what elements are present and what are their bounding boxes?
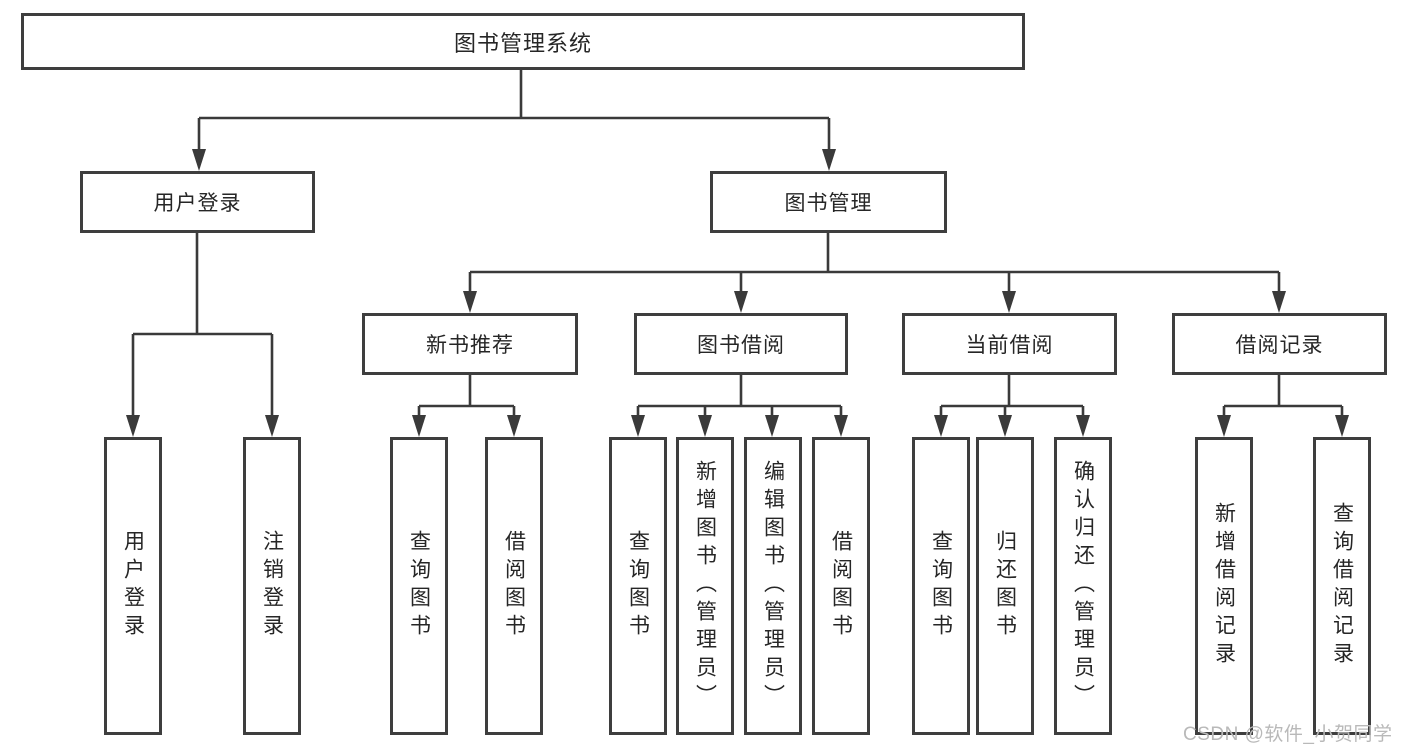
- node-records-query-record-label: 查询借阅记录: [1330, 502, 1354, 670]
- node-root: 图书管理系统: [21, 13, 1025, 70]
- node-recommend-query-books: 查询图书: [390, 437, 448, 735]
- node-new-book-recommend-label: 新书推荐: [426, 334, 514, 357]
- node-borrowing-add-books-admin: 新增图书（管理员）: [676, 437, 734, 735]
- node-recommend-borrow-books: 借阅图书: [485, 437, 543, 735]
- node-new-book-recommend: 新书推荐: [362, 313, 578, 375]
- node-records-query-record: 查询借阅记录: [1313, 437, 1371, 735]
- arrowheads: [126, 149, 1349, 437]
- node-book-borrowing: 图书借阅: [634, 313, 848, 375]
- node-recommend-borrow-books-label: 借阅图书: [502, 530, 526, 642]
- node-borrowing-borrow-books: 借阅图书: [812, 437, 870, 735]
- node-logout-login: 注销登录: [243, 437, 301, 735]
- node-book-management: 图书管理: [710, 171, 947, 233]
- node-borrowing-add-books-admin-label: 新增图书（管理员）: [693, 460, 717, 712]
- node-book-management-label: 图书管理: [784, 192, 873, 215]
- node-borrowing-query-books-label: 查询图书: [626, 530, 650, 642]
- node-current-confirm-return-admin: 确认归还（管理员）: [1054, 437, 1112, 735]
- node-book-borrowing-label: 图书借阅: [697, 334, 785, 357]
- node-current-query-books-label: 查询图书: [929, 530, 953, 642]
- node-root-label: 图书管理系统: [453, 30, 592, 56]
- node-user-login-leaf: 用户登录: [104, 437, 162, 735]
- node-logout-login-label: 注销登录: [260, 530, 284, 642]
- node-current-borrowing: 当前借阅: [902, 313, 1117, 375]
- node-borrowing-query-books: 查询图书: [609, 437, 667, 735]
- node-borrowing-edit-books-admin-label: 编辑图书（管理员）: [761, 460, 785, 712]
- node-records-add-record-label: 新增借阅记录: [1212, 502, 1236, 670]
- node-current-query-books: 查询图书: [912, 437, 970, 735]
- node-current-return-books: 归还图书: [976, 437, 1034, 735]
- node-user-login: 用户登录: [80, 171, 315, 233]
- node-current-confirm-return-admin-label: 确认归还（管理员）: [1071, 460, 1095, 712]
- node-user-login-label: 用户登录: [153, 192, 242, 215]
- node-recommend-query-books-label: 查询图书: [407, 530, 431, 642]
- node-borrowing-records: 借阅记录: [1172, 313, 1387, 375]
- node-borrowing-edit-books-admin: 编辑图书（管理员）: [744, 437, 802, 735]
- csdn-watermark: CSDN @软件_小贺同学: [1183, 724, 1393, 745]
- node-records-add-record: 新增借阅记录: [1195, 437, 1253, 735]
- node-user-login-leaf-label: 用户登录: [121, 530, 145, 642]
- node-borrowing-borrow-books-label: 借阅图书: [829, 530, 853, 642]
- node-current-return-books-label: 归还图书: [993, 530, 1017, 642]
- node-borrowing-records-label: 借阅记录: [1235, 334, 1324, 357]
- node-current-borrowing-label: 当前借阅: [965, 334, 1054, 357]
